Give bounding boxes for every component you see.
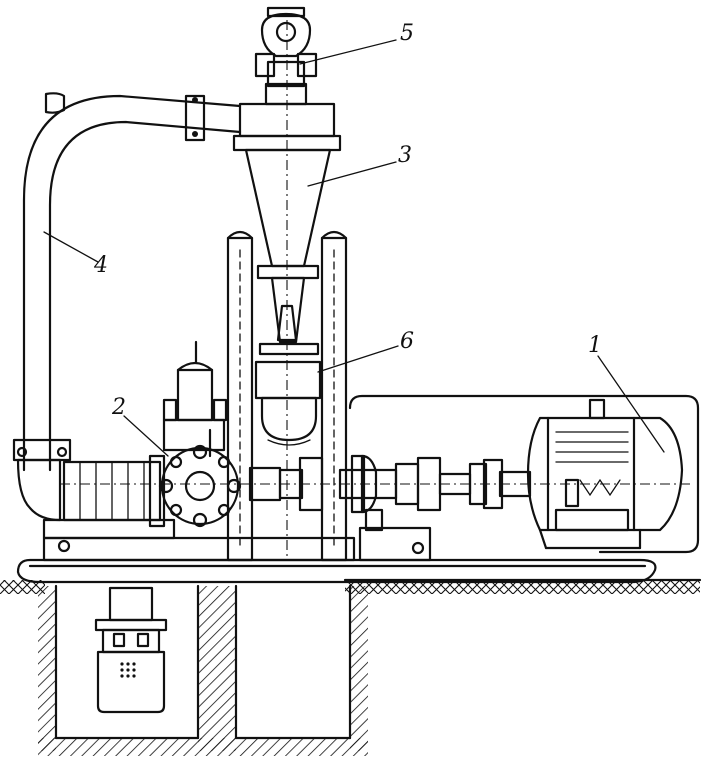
support-frame xyxy=(226,230,348,562)
callout-4: 4 xyxy=(93,253,108,278)
leader-line-3 xyxy=(307,161,397,187)
leader-line-1 xyxy=(597,355,665,453)
callout-2: 2 xyxy=(111,395,126,420)
piston-pump xyxy=(42,340,242,540)
callout-leaders xyxy=(43,39,665,457)
ground xyxy=(0,578,702,756)
callout-5: 5 xyxy=(400,21,414,46)
callout-3: 3 xyxy=(398,143,412,168)
leader-line-6 xyxy=(317,345,399,373)
sludge-collector xyxy=(254,360,322,446)
leader-line-2 xyxy=(123,415,169,457)
leader-line-5 xyxy=(299,39,397,65)
callout-1: 1 xyxy=(588,333,602,358)
top-swivel-fitting xyxy=(254,6,318,88)
discharge-pipe xyxy=(12,92,242,522)
electric-motor xyxy=(526,398,684,550)
hydrocyclone xyxy=(232,20,342,560)
suction-pump xyxy=(94,586,168,714)
base-frame xyxy=(16,526,657,584)
callout-6: 6 xyxy=(400,329,414,354)
leader-line-4 xyxy=(43,231,99,263)
bed-plate xyxy=(348,394,700,554)
